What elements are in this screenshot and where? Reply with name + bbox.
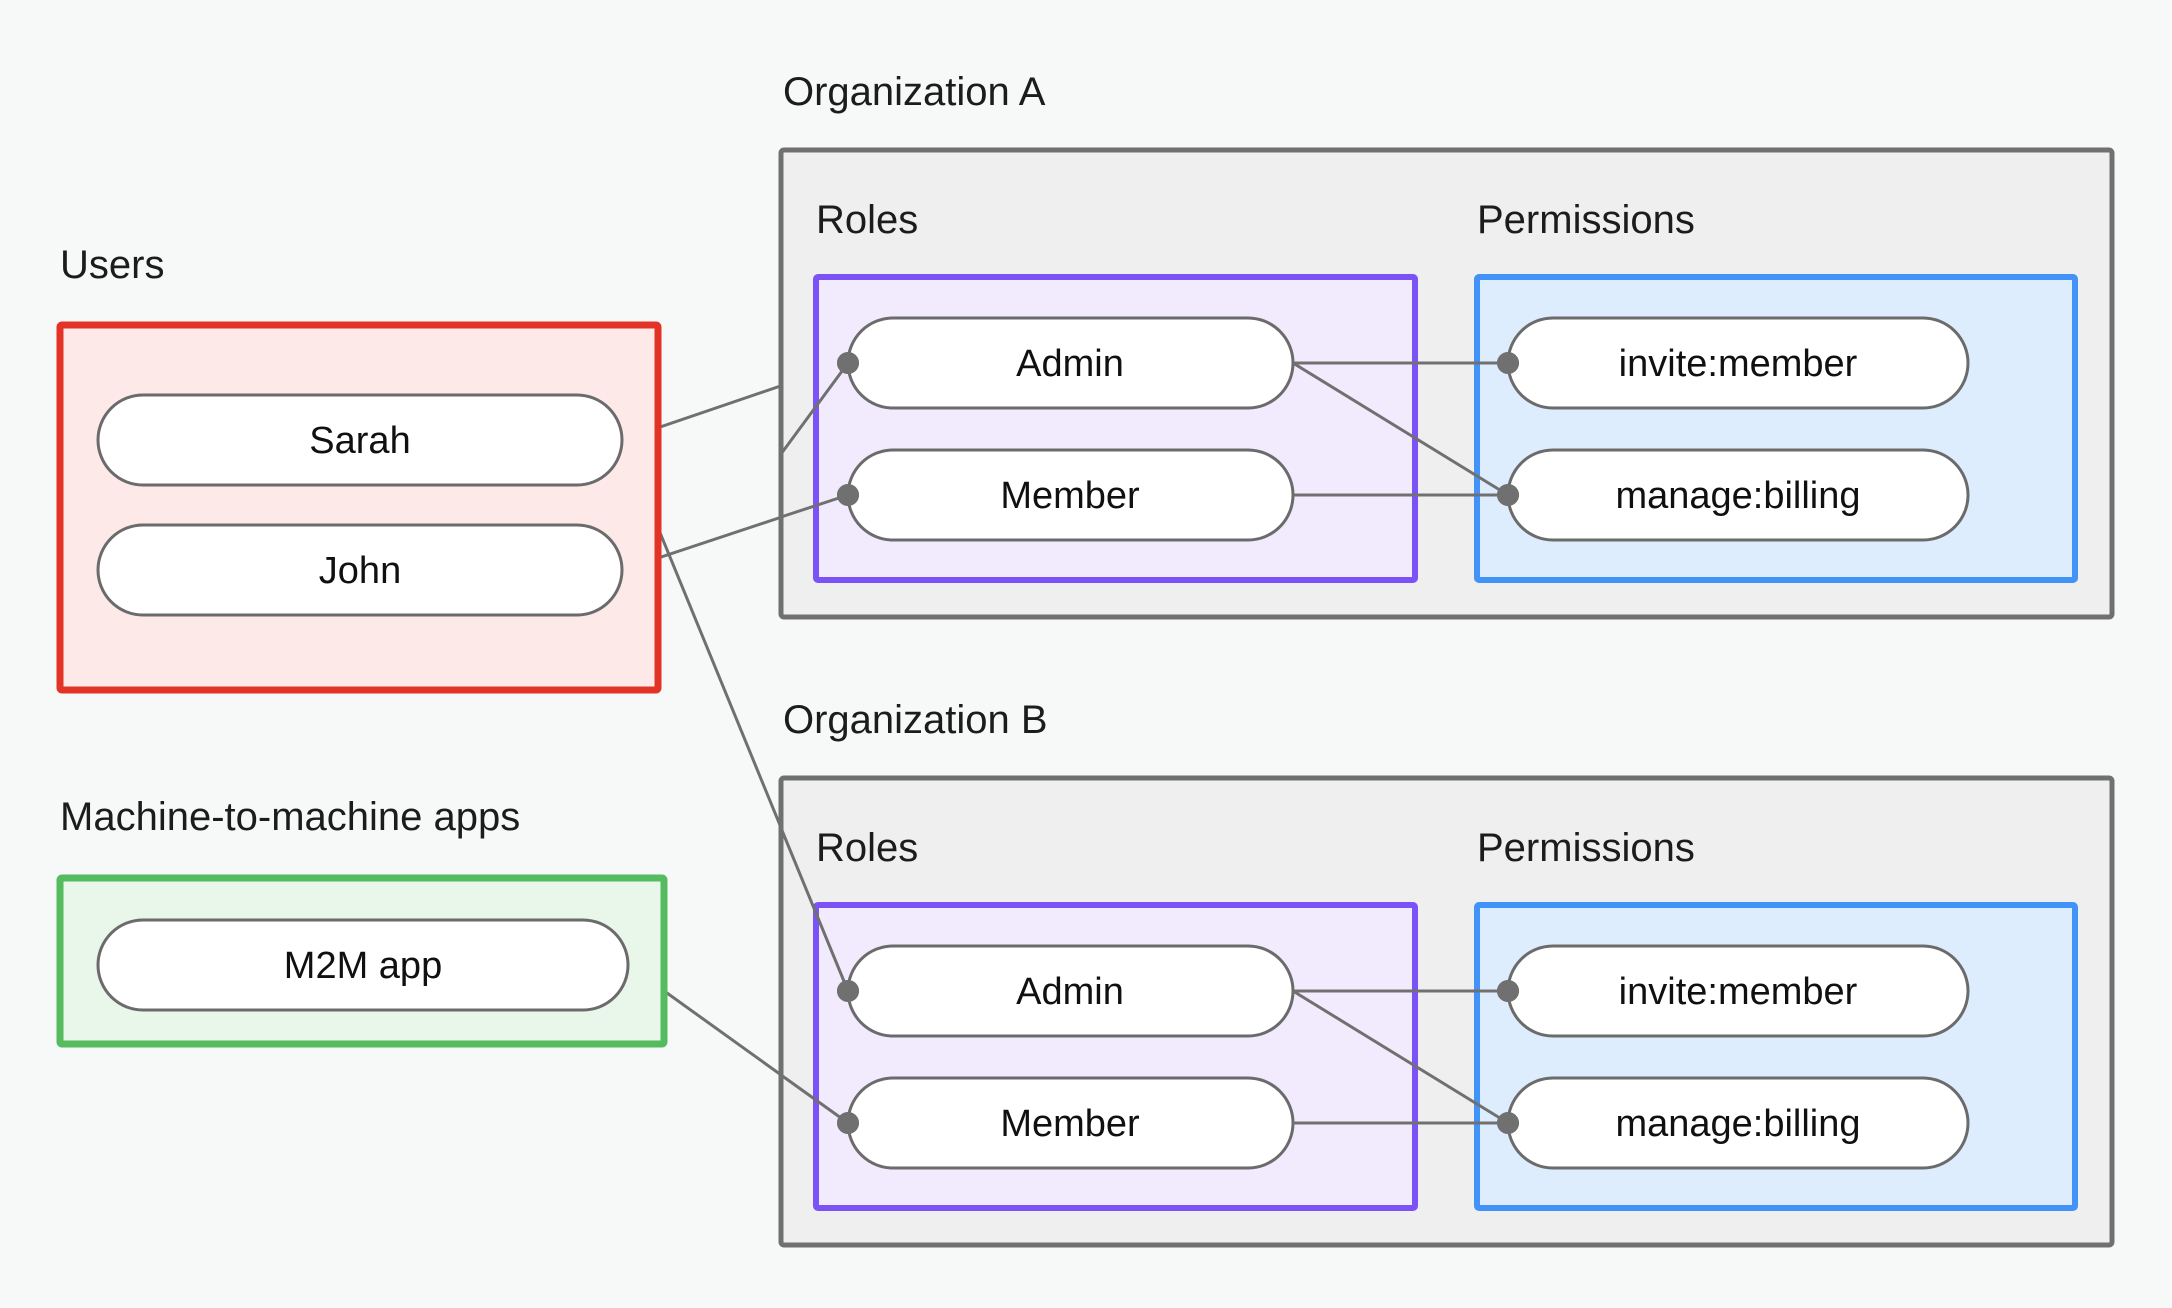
organization-a-permissions-label: Permissions bbox=[1477, 198, 1695, 242]
orgA-role-admin-label: Admin bbox=[1016, 343, 1124, 385]
orgB-permission-manage-billing-label: manage:billing bbox=[1615, 1103, 1860, 1145]
orgB-permission-invite-member-label: invite:member bbox=[1619, 971, 1858, 1013]
orgA-permission-invite-member-label: invite:member bbox=[1619, 343, 1858, 385]
dot-orgB-billing-in-top bbox=[1497, 1112, 1519, 1134]
orgB-permission-manage-billing[interactable]: manage:billing bbox=[1506, 1076, 1970, 1170]
orgB-role-member[interactable]: Member bbox=[846, 1076, 1295, 1170]
edge-overlay-orgB-admin-billing bbox=[1292, 989, 1509, 1125]
edge-overlay-sarah-orgB-admin bbox=[779, 827, 850, 992]
orgA-role-member-label: Member bbox=[1000, 475, 1140, 517]
orgA-role-admin[interactable]: Admin bbox=[846, 316, 1295, 410]
edge-overlay-layer bbox=[779, 352, 1519, 1134]
orgB-permission-invite-member[interactable]: invite:member bbox=[1506, 944, 1970, 1038]
dot-orgA-admin-in-top bbox=[837, 352, 859, 374]
edge-overlay-m2m-orgB-member bbox=[780, 1073, 849, 1125]
node-sarah[interactable]: Sarah bbox=[96, 393, 624, 487]
node-sarah-shape[interactable] bbox=[96, 393, 624, 487]
edge-overlay-sarah-orgA-admin bbox=[779, 362, 850, 455]
node-m2m-app[interactable]: M2M app bbox=[96, 918, 630, 1012]
orgB-role-admin-label: Admin bbox=[1016, 971, 1124, 1013]
dot-orgA-member-in-top bbox=[837, 484, 859, 506]
users-group-label: Users bbox=[60, 243, 164, 287]
organization-b-title: Organization B bbox=[783, 698, 1048, 742]
orgA-permission-manage-billing[interactable]: manage:billing bbox=[1506, 448, 1970, 542]
dot-orgA-invite-in-top bbox=[1497, 352, 1519, 374]
m2m-group-label: Machine-to-machine apps bbox=[60, 795, 520, 839]
dot-orgA-billing-in-top bbox=[1497, 484, 1519, 506]
dot-orgB-member-in-top bbox=[837, 1112, 859, 1134]
orgA-permission-manage-billing-label: manage:billing bbox=[1615, 475, 1860, 517]
dot-orgB-invite-in-top bbox=[1497, 980, 1519, 1002]
organization-a-title: Organization A bbox=[783, 70, 1046, 114]
node-john-label: John bbox=[319, 550, 401, 592]
node-m2m-app-shape[interactable] bbox=[96, 918, 630, 1012]
orgA-permission-invite-member[interactable]: invite:member bbox=[1506, 316, 1970, 410]
edge-overlay-orgA-admin-billing bbox=[1292, 361, 1509, 497]
organization-a-roles-label: Roles bbox=[816, 198, 918, 242]
organization-b-permissions-label: Permissions bbox=[1477, 826, 1695, 870]
node-john-shape[interactable] bbox=[96, 523, 624, 617]
dot-orgB-admin-in-top bbox=[837, 980, 859, 1002]
orgA-role-member[interactable]: Member bbox=[846, 448, 1295, 542]
organization-b-roles-label: Roles bbox=[816, 826, 918, 870]
orgB-role-member-label: Member bbox=[1000, 1103, 1140, 1145]
node-john[interactable]: John bbox=[96, 523, 624, 617]
orgB-role-admin[interactable]: Admin bbox=[846, 944, 1295, 1038]
edge-overlay-john-orgA-member bbox=[780, 493, 849, 519]
users-group-box bbox=[56, 321, 662, 694]
node-sarah-label: Sarah bbox=[309, 420, 410, 462]
node-m2m-app-label: M2M app bbox=[284, 945, 442, 987]
